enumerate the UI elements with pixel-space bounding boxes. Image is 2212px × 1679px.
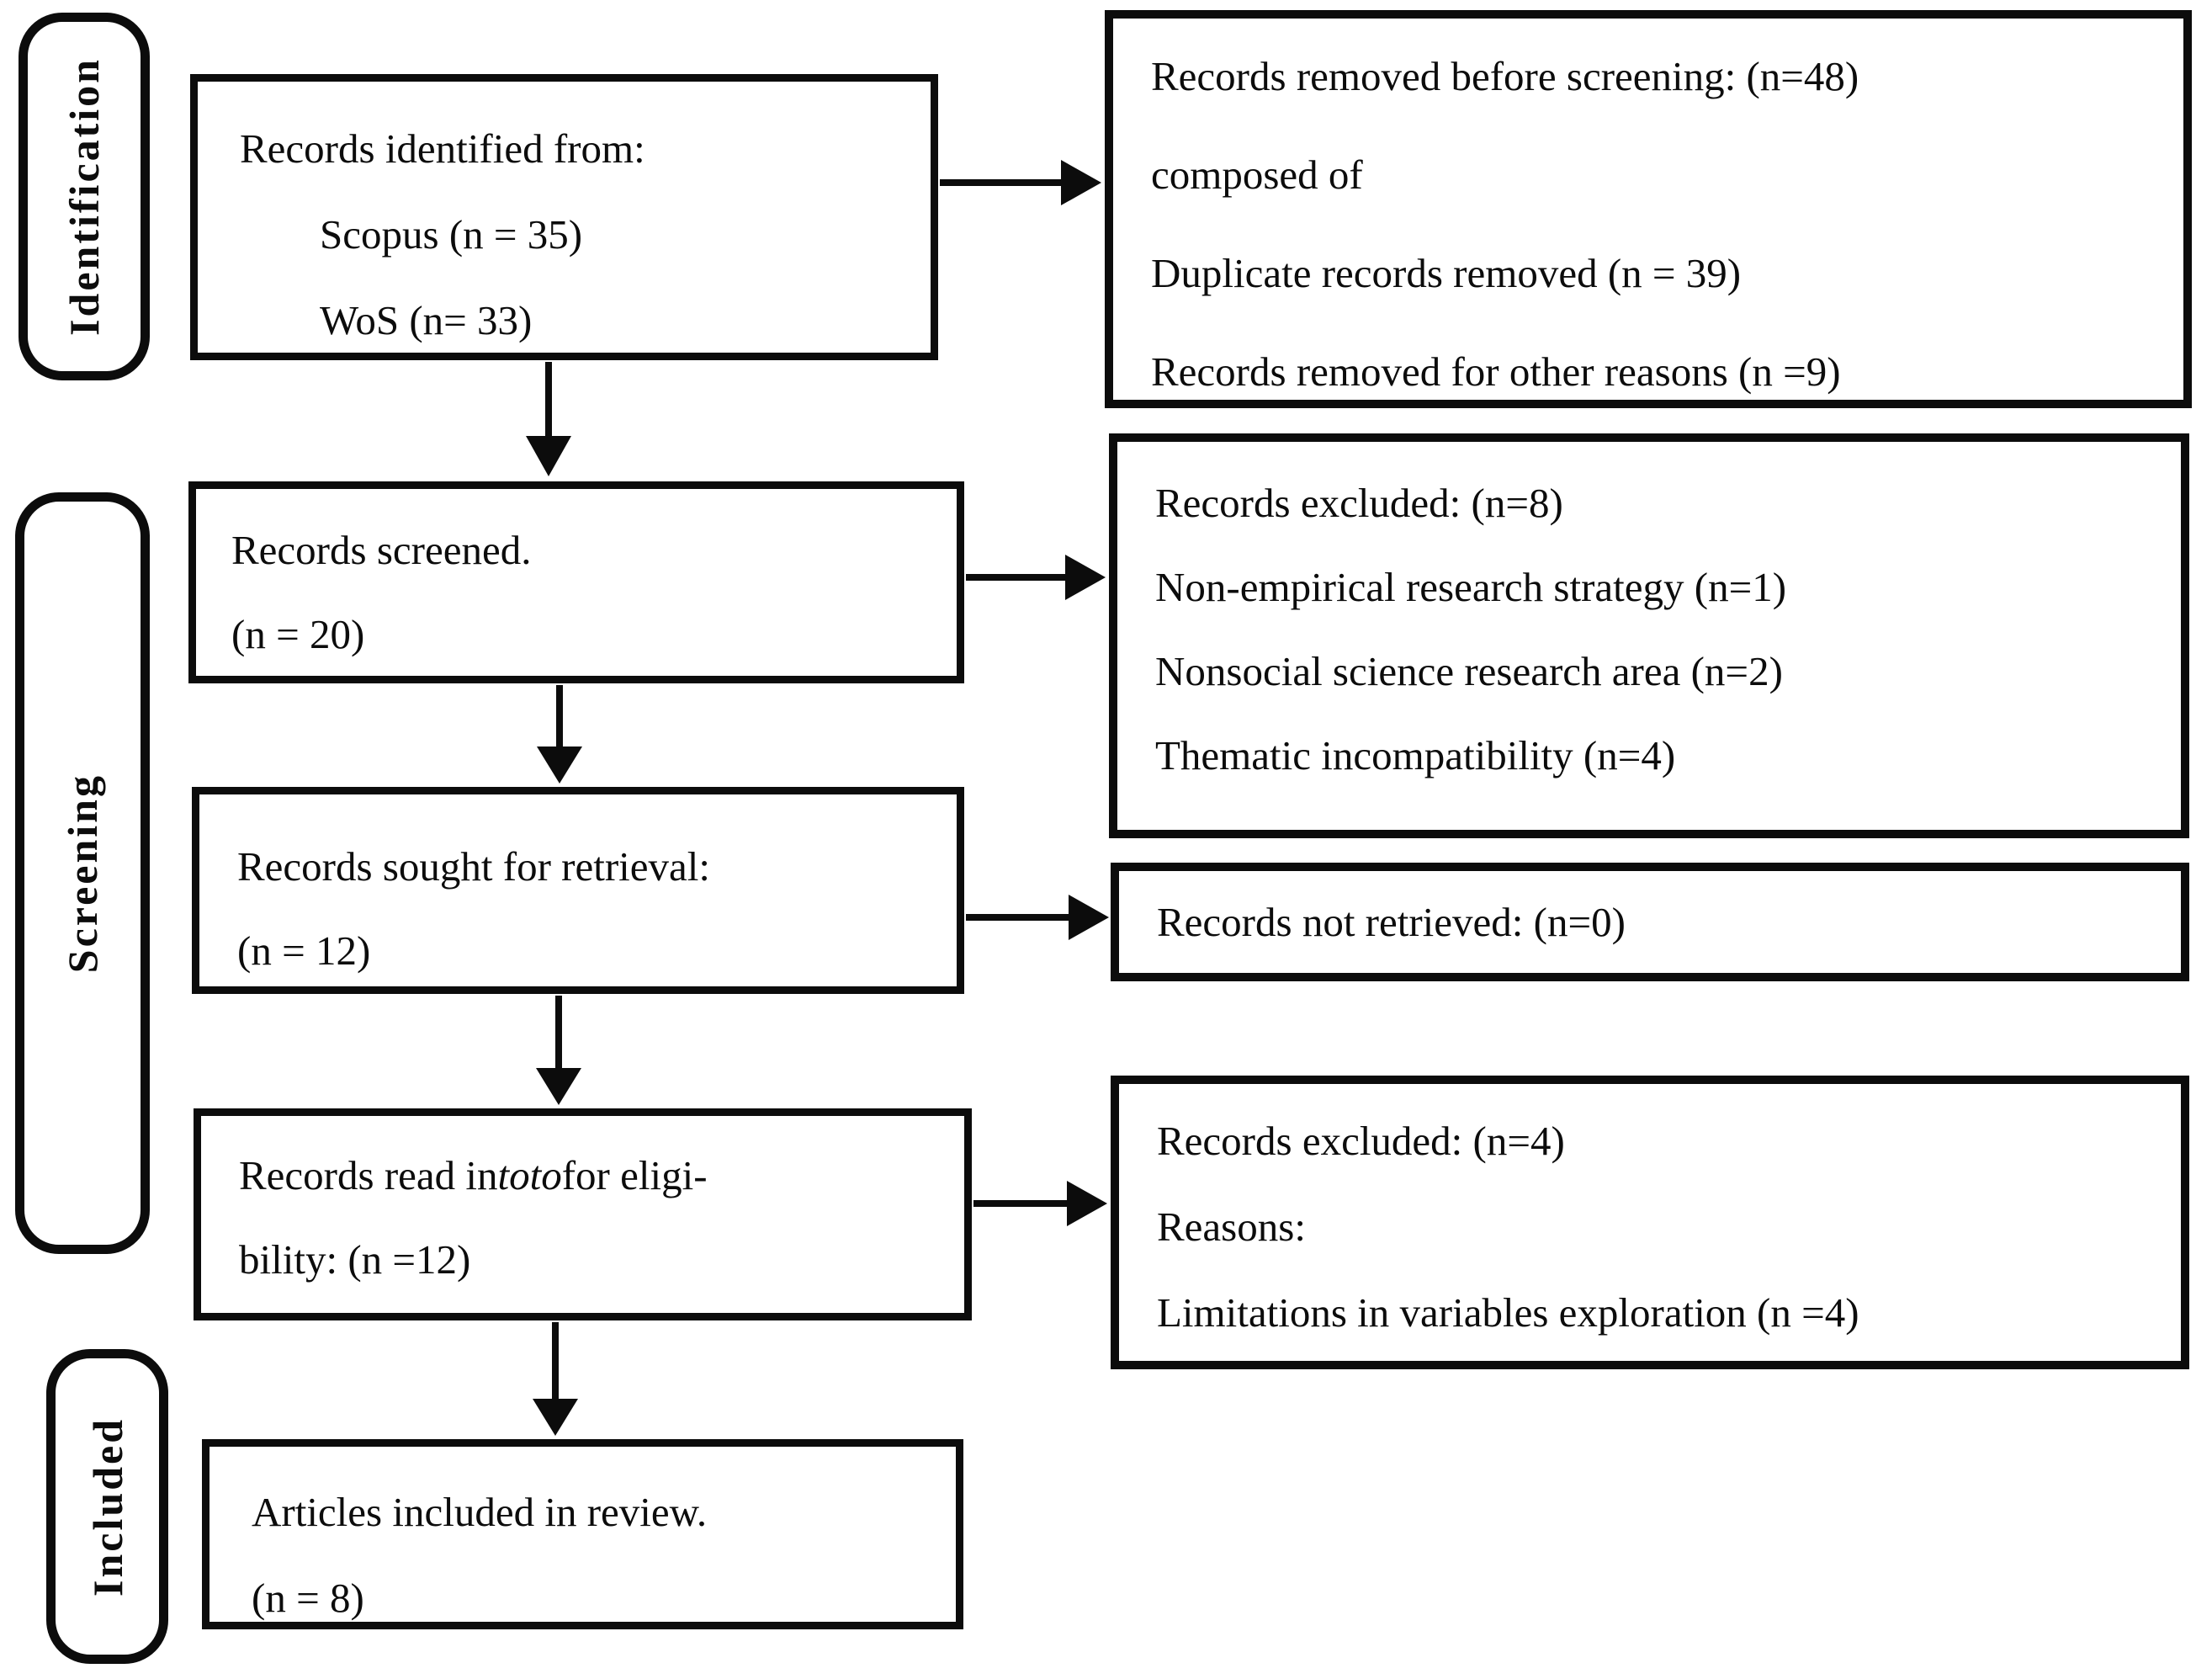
stage-identification: Identification bbox=[19, 13, 150, 380]
excluded-eligibility-limitations: Limitations in variables exploration (n … bbox=[1157, 1288, 1859, 1336]
articles-included-count: (n = 8) bbox=[252, 1574, 364, 1621]
excluded-eligibility-reasons: Reasons: bbox=[1157, 1203, 1306, 1250]
arrow-screened-to-excluded bbox=[966, 555, 1106, 600]
stage-included: Included bbox=[46, 1349, 168, 1664]
arrow-screened-to-sought bbox=[537, 685, 582, 784]
arrow-identified-to-removed bbox=[940, 160, 1101, 205]
records-read-title: Records read in toto for eligi- bbox=[239, 1133, 952, 1217]
excluded-thematic: Thematic incompatibility (n=4) bbox=[1155, 731, 1676, 778]
stage-screening-label: Screening bbox=[59, 773, 106, 974]
arrow-sought-to-eligibility bbox=[536, 996, 581, 1105]
records-read-title-italic: toto bbox=[497, 1151, 562, 1198]
arrow-eligibility-to-included bbox=[533, 1322, 578, 1436]
records-read-count: bility: (n =12) bbox=[239, 1235, 471, 1283]
removed-title: Records removed before screening: (n=48) bbox=[1151, 53, 1859, 99]
excluded-nonsocial: Nonsocial science research area (n=2) bbox=[1155, 647, 1783, 694]
records-sought-count: (n = 12) bbox=[237, 927, 371, 974]
excluded-non-empirical: Non-empirical research strategy (n=1) bbox=[1155, 563, 1787, 610]
not-retrieved-title: Records not retrieved: (n=0) bbox=[1157, 899, 1626, 945]
records-read-title-pre: Records read in bbox=[239, 1151, 498, 1198]
removed-composed-of: composed of bbox=[1151, 151, 1363, 198]
box-records-sought: Records sought for retrieval: (n = 12) bbox=[192, 787, 964, 994]
records-identified-title: Records identified from: bbox=[240, 125, 645, 172]
records-screened-title: Records screened. bbox=[231, 526, 532, 573]
box-records-read-eligibility: Records read in toto for eligi- bility: … bbox=[194, 1108, 972, 1320]
records-read-title-post: for eligi- bbox=[561, 1151, 708, 1198]
records-sought-title: Records sought for retrieval: bbox=[237, 842, 710, 890]
box-records-identified: Records identified from: Scopus (n = 35)… bbox=[190, 74, 938, 360]
arrow-eligibility-to-excluded bbox=[973, 1181, 1107, 1226]
records-screened-count: (n = 20) bbox=[231, 610, 365, 657]
stage-screening: Screening bbox=[15, 492, 150, 1254]
box-records-excluded-screening: Records excluded: (n=8) Non-empirical re… bbox=[1109, 433, 2189, 838]
arrow-identified-to-screened bbox=[526, 362, 571, 476]
records-identified-scopus: Scopus (n = 35) bbox=[320, 210, 583, 258]
excluded-eligibility-title: Records excluded: (n=4) bbox=[1157, 1117, 1565, 1164]
excluded-screening-title: Records excluded: (n=8) bbox=[1155, 479, 1563, 526]
stage-identification-label: Identification bbox=[61, 57, 108, 336]
articles-included-title: Articles included in review. bbox=[252, 1488, 708, 1535]
removed-duplicates: Duplicate records removed (n = 39) bbox=[1151, 250, 1742, 296]
box-articles-included: Articles included in review. (n = 8) bbox=[202, 1439, 963, 1629]
removed-other-reasons: Records removed for other reasons (n =9) bbox=[1151, 348, 1841, 395]
stage-included-label: Included bbox=[83, 1416, 131, 1597]
box-records-not-retrieved: Records not retrieved: (n=0) bbox=[1111, 863, 2189, 981]
records-identified-wos: WoS (n= 33) bbox=[320, 296, 533, 343]
box-records-screened: Records screened. (n = 20) bbox=[188, 481, 964, 683]
arrow-sought-to-not-retrieved bbox=[966, 895, 1109, 940]
box-records-removed-before-screening: Records removed before screening: (n=48)… bbox=[1105, 10, 2192, 408]
box-records-excluded-eligibility: Records excluded: (n=4) Reasons: Limitat… bbox=[1111, 1076, 2189, 1369]
